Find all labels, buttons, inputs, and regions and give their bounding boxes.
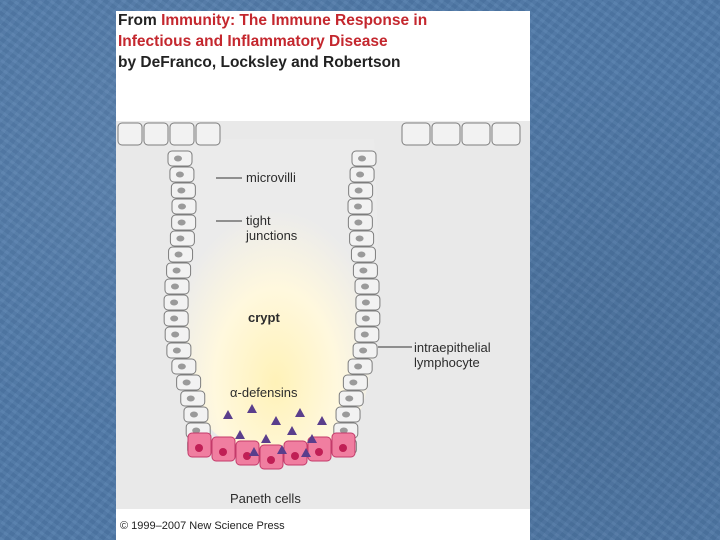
right-epithelial-nucleus [362, 300, 370, 306]
surface-cell [402, 123, 430, 145]
tight-junctions-label: tight [246, 213, 271, 228]
left-epithelial-nucleus [177, 188, 185, 194]
left-epithelial-nucleus [170, 316, 178, 322]
left-epithelial-nucleus [178, 204, 186, 210]
left-epithelial-nucleus [174, 156, 182, 162]
right-epithelial-nucleus [362, 316, 370, 322]
left-epithelial-nucleus [190, 412, 198, 418]
surface-cell [118, 123, 142, 145]
right-epithelial-nucleus [345, 396, 353, 402]
paneth-nucleus [291, 452, 299, 460]
left-epithelial-nucleus [187, 396, 195, 402]
right-epithelial-nucleus [342, 412, 350, 418]
surface-cell [462, 123, 490, 145]
surface-cell [492, 123, 520, 145]
authors-line: by DeFranco, Locksley and Robertson [118, 53, 401, 73]
right-epithelial-nucleus [354, 204, 362, 210]
crypt-label: crypt [248, 310, 280, 325]
left-epithelial-nucleus [173, 268, 181, 274]
book-title-part-1: Immunity: The Immune Response in [161, 12, 427, 29]
left-epithelial-nucleus [176, 236, 184, 242]
copyright-notice: © 1999–2007 New Science Press [120, 520, 285, 532]
right-epithelial-nucleus [354, 220, 362, 226]
left-epithelial-nucleus [171, 332, 179, 338]
paneth-nucleus [219, 448, 227, 456]
intraepithelial-label-2: lymphocyte [414, 355, 480, 370]
book-title-part-2: Infectious and Inflammatory Disease [118, 32, 388, 52]
left-epithelial-nucleus [170, 300, 178, 306]
figure-panel: From Immunity: The Immune Response in In… [116, 11, 530, 540]
left-epithelial-nucleus [171, 284, 179, 290]
tight-junctions-label-2: junctions [245, 228, 298, 243]
right-epithelial-nucleus [349, 380, 357, 386]
right-epithelial-nucleus [359, 268, 367, 274]
surface-cell [144, 123, 168, 145]
paneth-nucleus [315, 448, 323, 456]
paneth-nucleus [267, 456, 275, 464]
right-epithelial-nucleus [359, 348, 367, 354]
paneth-nucleus [339, 444, 347, 452]
right-epithelial-nucleus [356, 236, 364, 242]
intraepithelial-label: intraepithelial [414, 340, 491, 355]
paneth-nucleus [195, 444, 203, 452]
right-epithelial-nucleus [361, 284, 369, 290]
surface-cell [196, 123, 220, 145]
surface-cell [432, 123, 460, 145]
microvilli-label: microvilli [246, 170, 296, 185]
crypt-diagram: microvilli tight junctions crypt intraep… [116, 109, 530, 509]
right-epithelial-nucleus [358, 156, 366, 162]
left-epithelial-nucleus [183, 380, 191, 386]
paneth-label: Paneth cells [230, 491, 301, 506]
right-epithelial-nucleus [354, 364, 362, 370]
citation-line-1: From Immunity: The Immune Response in [118, 11, 427, 31]
right-epithelial-nucleus [357, 252, 365, 258]
right-epithelial-nucleus [361, 332, 369, 338]
surface-cell [170, 123, 194, 145]
left-epithelial-nucleus [173, 348, 181, 354]
left-epithelial-nucleus [175, 252, 183, 258]
right-epithelial-nucleus [355, 188, 363, 194]
left-epithelial-nucleus [176, 172, 184, 178]
defensins-label: α-defensins [230, 385, 298, 400]
left-epithelial-nucleus [178, 364, 186, 370]
right-epithelial-nucleus [356, 172, 364, 178]
left-epithelial-nucleus [178, 220, 186, 226]
